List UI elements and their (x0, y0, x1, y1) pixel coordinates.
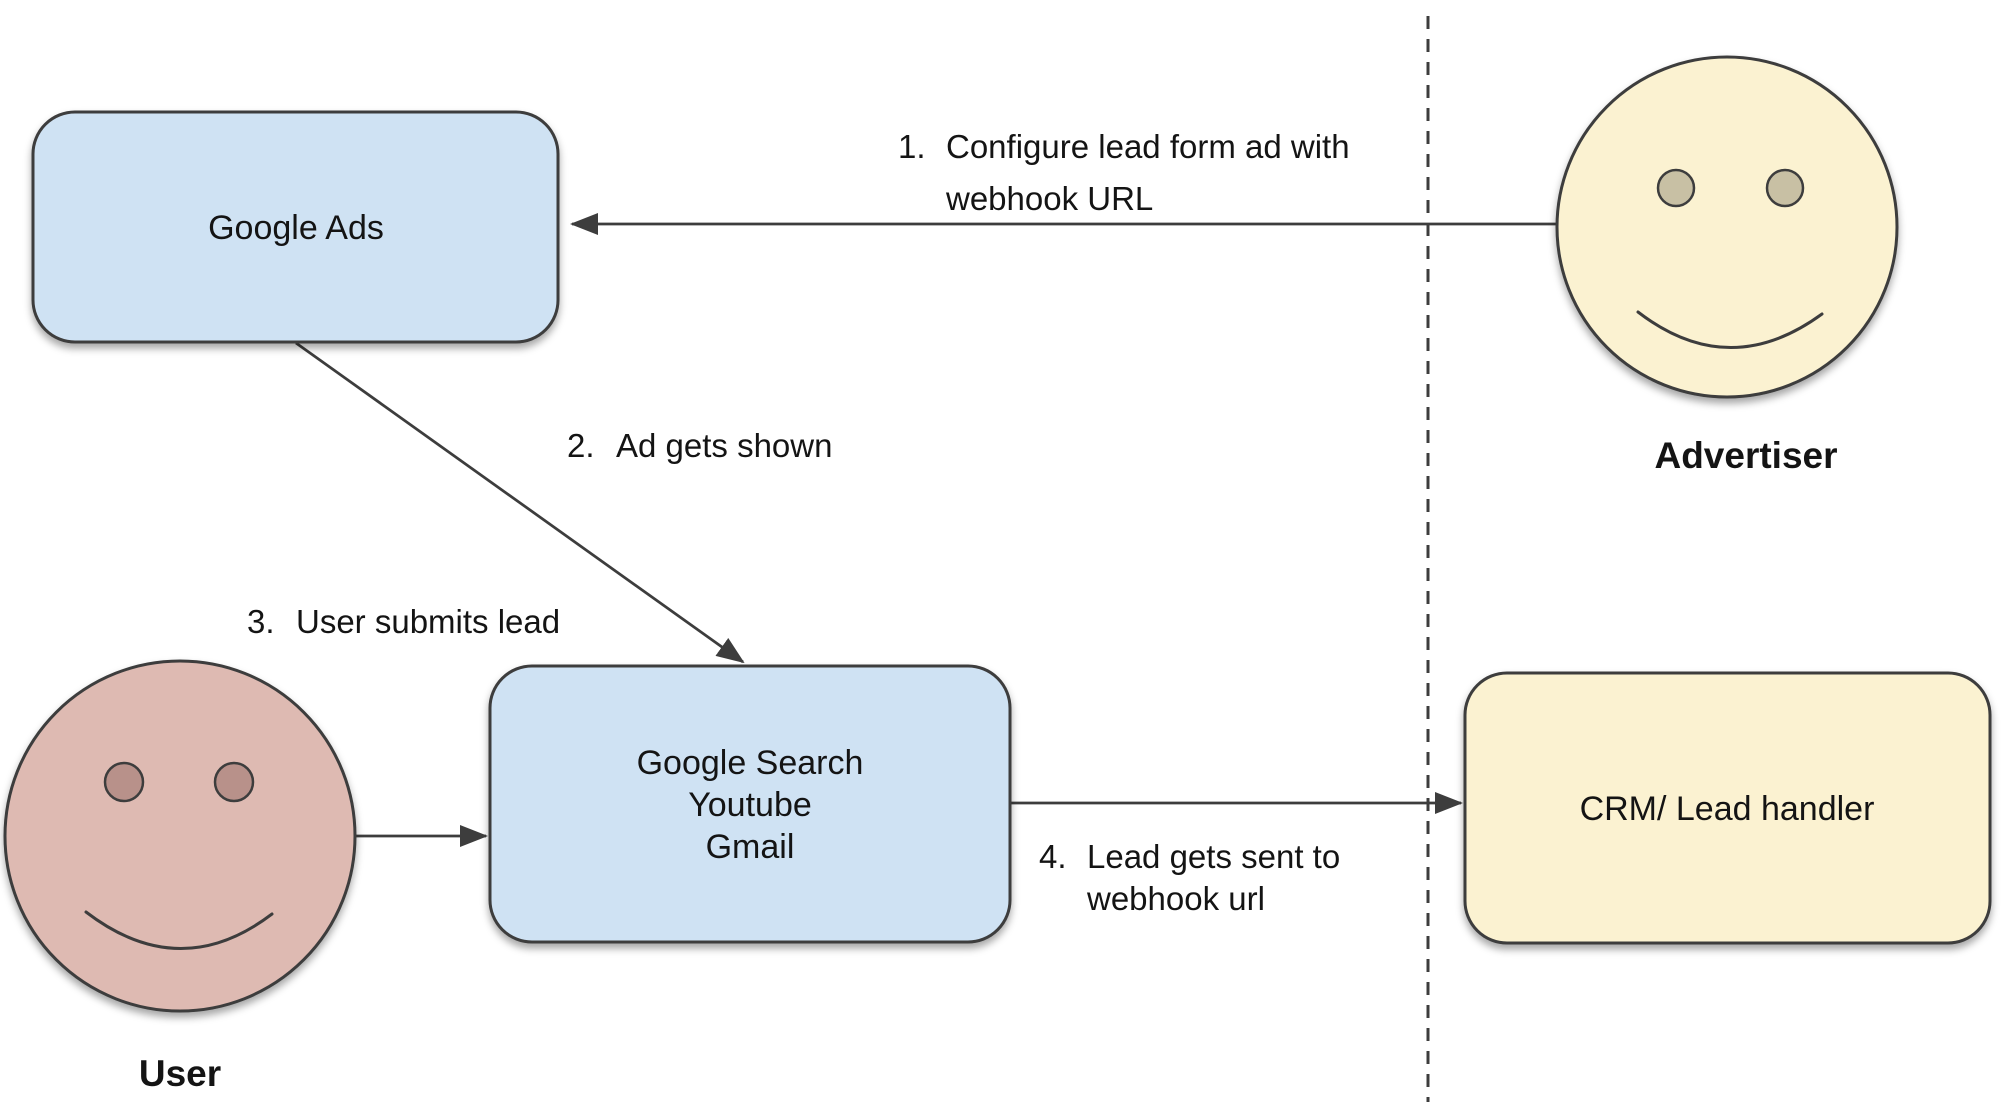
step1-number: 1. (898, 128, 926, 165)
google-surfaces-line3: Gmail (706, 828, 795, 866)
step3-number: 3. (247, 603, 275, 640)
crm-node (1463, 671, 1992, 945)
google-ads-node (31, 110, 560, 344)
google-ads-label: Google Ads (208, 209, 384, 247)
user-eye-left-icon (103, 761, 145, 803)
user-eye-right-icon (213, 761, 255, 803)
advertiser-smile-icon (1636, 310, 1824, 349)
crm-label: CRM/ Lead handler (1580, 790, 1875, 828)
step1-text-line2: webhook URL (945, 180, 1153, 217)
step2-arrow (295, 341, 745, 664)
advertiser-eye-left-icon (1656, 168, 1696, 208)
step4-text-line2: webhook url (1086, 880, 1265, 917)
google-surfaces-line1: Google Search (637, 744, 864, 782)
user-name: User (139, 1053, 221, 1094)
step1-text-line1: Configure lead form ad with (946, 128, 1350, 165)
step2-text: Ad gets shown (616, 427, 832, 464)
google-surfaces-node (488, 664, 1012, 944)
step4-number: 4. (1039, 838, 1067, 875)
advertiser-name: Advertiser (1654, 435, 1837, 476)
advertiser-avatar (1555, 55, 1899, 399)
google-surfaces-line2: Youtube (688, 786, 812, 824)
user-avatar (3, 659, 357, 1013)
step3-text: User submits lead (296, 603, 560, 640)
advertiser-eye-right-icon (1765, 168, 1805, 208)
step4-text-line1: Lead gets sent to (1087, 838, 1340, 875)
step2-number: 2. (567, 427, 595, 464)
user-smile-icon (84, 910, 274, 950)
